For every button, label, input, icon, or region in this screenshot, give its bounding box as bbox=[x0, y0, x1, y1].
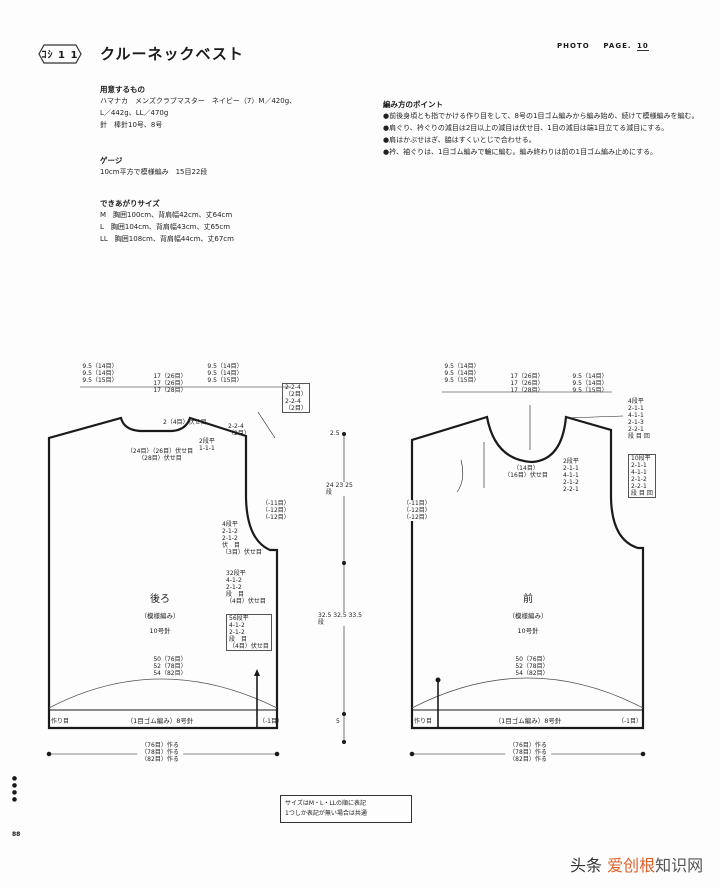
scale-upper-values: 24 23 25 段 bbox=[326, 482, 353, 496]
point-item: ●衿、袖ぐりは、1目ゴム編みで輪に編む。編み終わりは前の1目ゴム編み止めにする。 bbox=[383, 148, 658, 156]
front-ribbing: （1目ゴム編み）8号針 bbox=[494, 717, 562, 725]
scale-lower-values: 32.5 32.5 33.5 段 bbox=[318, 612, 362, 626]
photo-label: PHOTO bbox=[557, 42, 590, 50]
materials-section: 用意するもの ハマナカ メンズクラブマスター ネイビー（7）M／420g、 L／… bbox=[100, 84, 296, 131]
photo-page-reference: PHOTO PAGE. 10 bbox=[557, 42, 649, 51]
page-label: PAGE. bbox=[603, 42, 632, 50]
finished-sizes-section: できあがりサイズ M 胸囲100cm、背肩幅42cm、丈64cm L 胸囲104… bbox=[100, 198, 234, 245]
front-cast-on-count: （76目）作る （78目）作る （82目）作る bbox=[505, 742, 551, 763]
badge-label: ｺｼ 1 1 bbox=[41, 50, 79, 61]
back-armhole-rows-1: 4段平 2-1-2 2-1-2 伏 目 （3目）伏せ目 bbox=[222, 521, 262, 556]
size-line-ll: LL 胸囲108cm、背肩幅44cm、丈67cm bbox=[100, 235, 234, 243]
front-needle: 10号針 bbox=[517, 627, 539, 635]
hexagon-badge-icon bbox=[38, 44, 82, 64]
sizes-heading: できあがりサイズ bbox=[100, 199, 160, 208]
back-cast-on-count: （76目）作る （78目）作る （82目）作る bbox=[137, 742, 183, 763]
size-order-note: サイズはM・L・LLの順に表記 1つしか表記が無い場合は共通 bbox=[280, 795, 412, 823]
watermark-site-a: 爱创根 bbox=[607, 856, 656, 875]
size-line-l: L 胸囲104cm、背肩幅43cm、丈65cm bbox=[100, 223, 231, 231]
front-armhole-decrease: （-11目） （-12目） （-12目） bbox=[403, 500, 431, 521]
back-needle: 10号針 bbox=[149, 627, 171, 635]
back-neck-rows: 2段平 1-1-1 bbox=[199, 438, 215, 452]
watermark: 头条 爱创根知识网 bbox=[570, 852, 703, 876]
front-ribbing-decrease: （-1目） bbox=[618, 718, 642, 725]
materials-line: 針 棒針10号、8号 bbox=[100, 121, 163, 129]
pattern-number-badge: ｺｼ 1 1 bbox=[38, 44, 82, 64]
page-number: 88 bbox=[12, 831, 21, 838]
front-bottom-width: 50（76目） 52（78目） 54（82目） bbox=[515, 656, 549, 677]
scale-top-value: 2.5 bbox=[330, 430, 340, 437]
front-ribbing-cast-on: 作り目 bbox=[414, 718, 433, 725]
front-piece-name: 前 bbox=[523, 594, 533, 605]
back-shoulder-box: 2-2-4 （2目） 2-2-4 （2目） bbox=[282, 383, 310, 413]
point-item: ●前後身頃とも指でかける作り目をして、8号の1目ゴム編みから編み始め、続けて模様… bbox=[383, 112, 699, 120]
front-neck-rows: 2段平 2-1-1 4-1-1 2-1-2 2-2-1 bbox=[563, 458, 579, 493]
point-item: ●肩はかぶせはぎ、脇はすくいとじで合わせる。 bbox=[383, 136, 536, 144]
back-ribbing-decrease: （-1目） bbox=[259, 718, 283, 725]
side-marks: ●●●● bbox=[11, 775, 18, 803]
watermark-site-b: 知识网 bbox=[655, 856, 704, 875]
size-line-m: M 胸囲100cm、背肩幅42cm、丈64cm bbox=[100, 211, 233, 219]
back-top-right-width: 9.5（14目） 9.5（14目） 9.5（15目） bbox=[207, 363, 243, 384]
gauge-heading: ゲージ bbox=[100, 156, 123, 165]
materials-line: ハマナカ メンズクラブマスター ネイビー（7）M／420g、 bbox=[100, 97, 297, 105]
back-armhole-rows-3: 56段平 4-1-2 2-1-2 段 目 （4目）伏せ目 bbox=[226, 614, 272, 651]
garment-outlines bbox=[46, 386, 646, 757]
back-top-neck-width: 17（26目） 17（26目） 17（28目） bbox=[153, 373, 187, 394]
gauge-line: 10cm平方で模様編み 15目22段 bbox=[100, 168, 208, 176]
watermark-prefix: 头条 bbox=[570, 856, 603, 875]
schematic-diagram: 9.5（14目） 9.5（14目） 9.5（15目） 17（26目） 17（26… bbox=[0, 330, 720, 850]
back-neck-bindoff: 2（4目）伏せ目 bbox=[163, 419, 207, 426]
back-armhole-decrease: （-11目） （-12目） （-12目） bbox=[262, 500, 290, 521]
front-neck-center: （14目） （16目）伏せ目 bbox=[504, 465, 548, 479]
back-ribbing: （1目ゴム編み）8号針 bbox=[126, 717, 194, 725]
photo-page-number: 10 bbox=[636, 42, 649, 51]
back-stitch-pattern: （模様編み） bbox=[140, 612, 180, 620]
back-bottom-width: 50（76目） 52（78目） 54（82目） bbox=[153, 656, 187, 677]
front-right-rows-2: 10段平 2-1-1 4-1-1 2-1-2 2-2-1 段 目 回 bbox=[628, 454, 656, 498]
front-stitch-pattern: （模様編み） bbox=[508, 612, 548, 620]
point-item: ●肩ぐり、衿ぐりの減目は2目以上の減目は伏せ目、1目の減目は端1目立てる減目にす… bbox=[383, 124, 669, 132]
front-top-left-width: 9.5（14目） 9.5（14目） 9.5（15目） bbox=[444, 363, 480, 384]
front-top-right-width: 9.5（14目） 9.5（14目） 9.5（15目） bbox=[572, 373, 608, 394]
back-armhole-rows-2: 32段平 4-1-2 2-1-2 段 目 （4目）伏せ目 bbox=[226, 570, 266, 605]
back-piece-name: 後ろ bbox=[150, 594, 170, 605]
materials-heading: 用意するもの bbox=[100, 85, 145, 94]
back-neck-center: （24目）（26目）伏せ目 （28目）伏せ目 bbox=[126, 448, 194, 462]
back-top-left-width: 9.5（14目） 9.5（14目） 9.5（15目） bbox=[82, 363, 118, 384]
gauge-section: ゲージ 10cm平方で模様編み 15目22段 bbox=[100, 155, 207, 178]
knitting-points-section: 編み方のポイント ●前後身頃とも指でかける作り目をして、8号の1目ゴム編みから編… bbox=[383, 99, 713, 158]
materials-line: L／442g、LL／470g bbox=[100, 109, 169, 117]
page-title: クルーネックベスト bbox=[100, 45, 244, 63]
front-piece-outline bbox=[410, 415, 645, 730]
front-top-neck-width: 17（26目） 17（26目） 17（28目） bbox=[510, 373, 544, 394]
points-heading: 編み方のポイント bbox=[383, 100, 443, 109]
back-ribbing-cast-on: 作り目 bbox=[51, 718, 70, 725]
back-piece-outline bbox=[47, 416, 279, 730]
scale-bottom-value: 5 bbox=[336, 718, 340, 725]
front-right-rows-1: 4段平 2-1-1 4-1-1 2-1-3 2-2-1 段 目 回 bbox=[628, 398, 650, 440]
back-shoulder-rows: 2-2-4 （2目） bbox=[228, 423, 250, 437]
